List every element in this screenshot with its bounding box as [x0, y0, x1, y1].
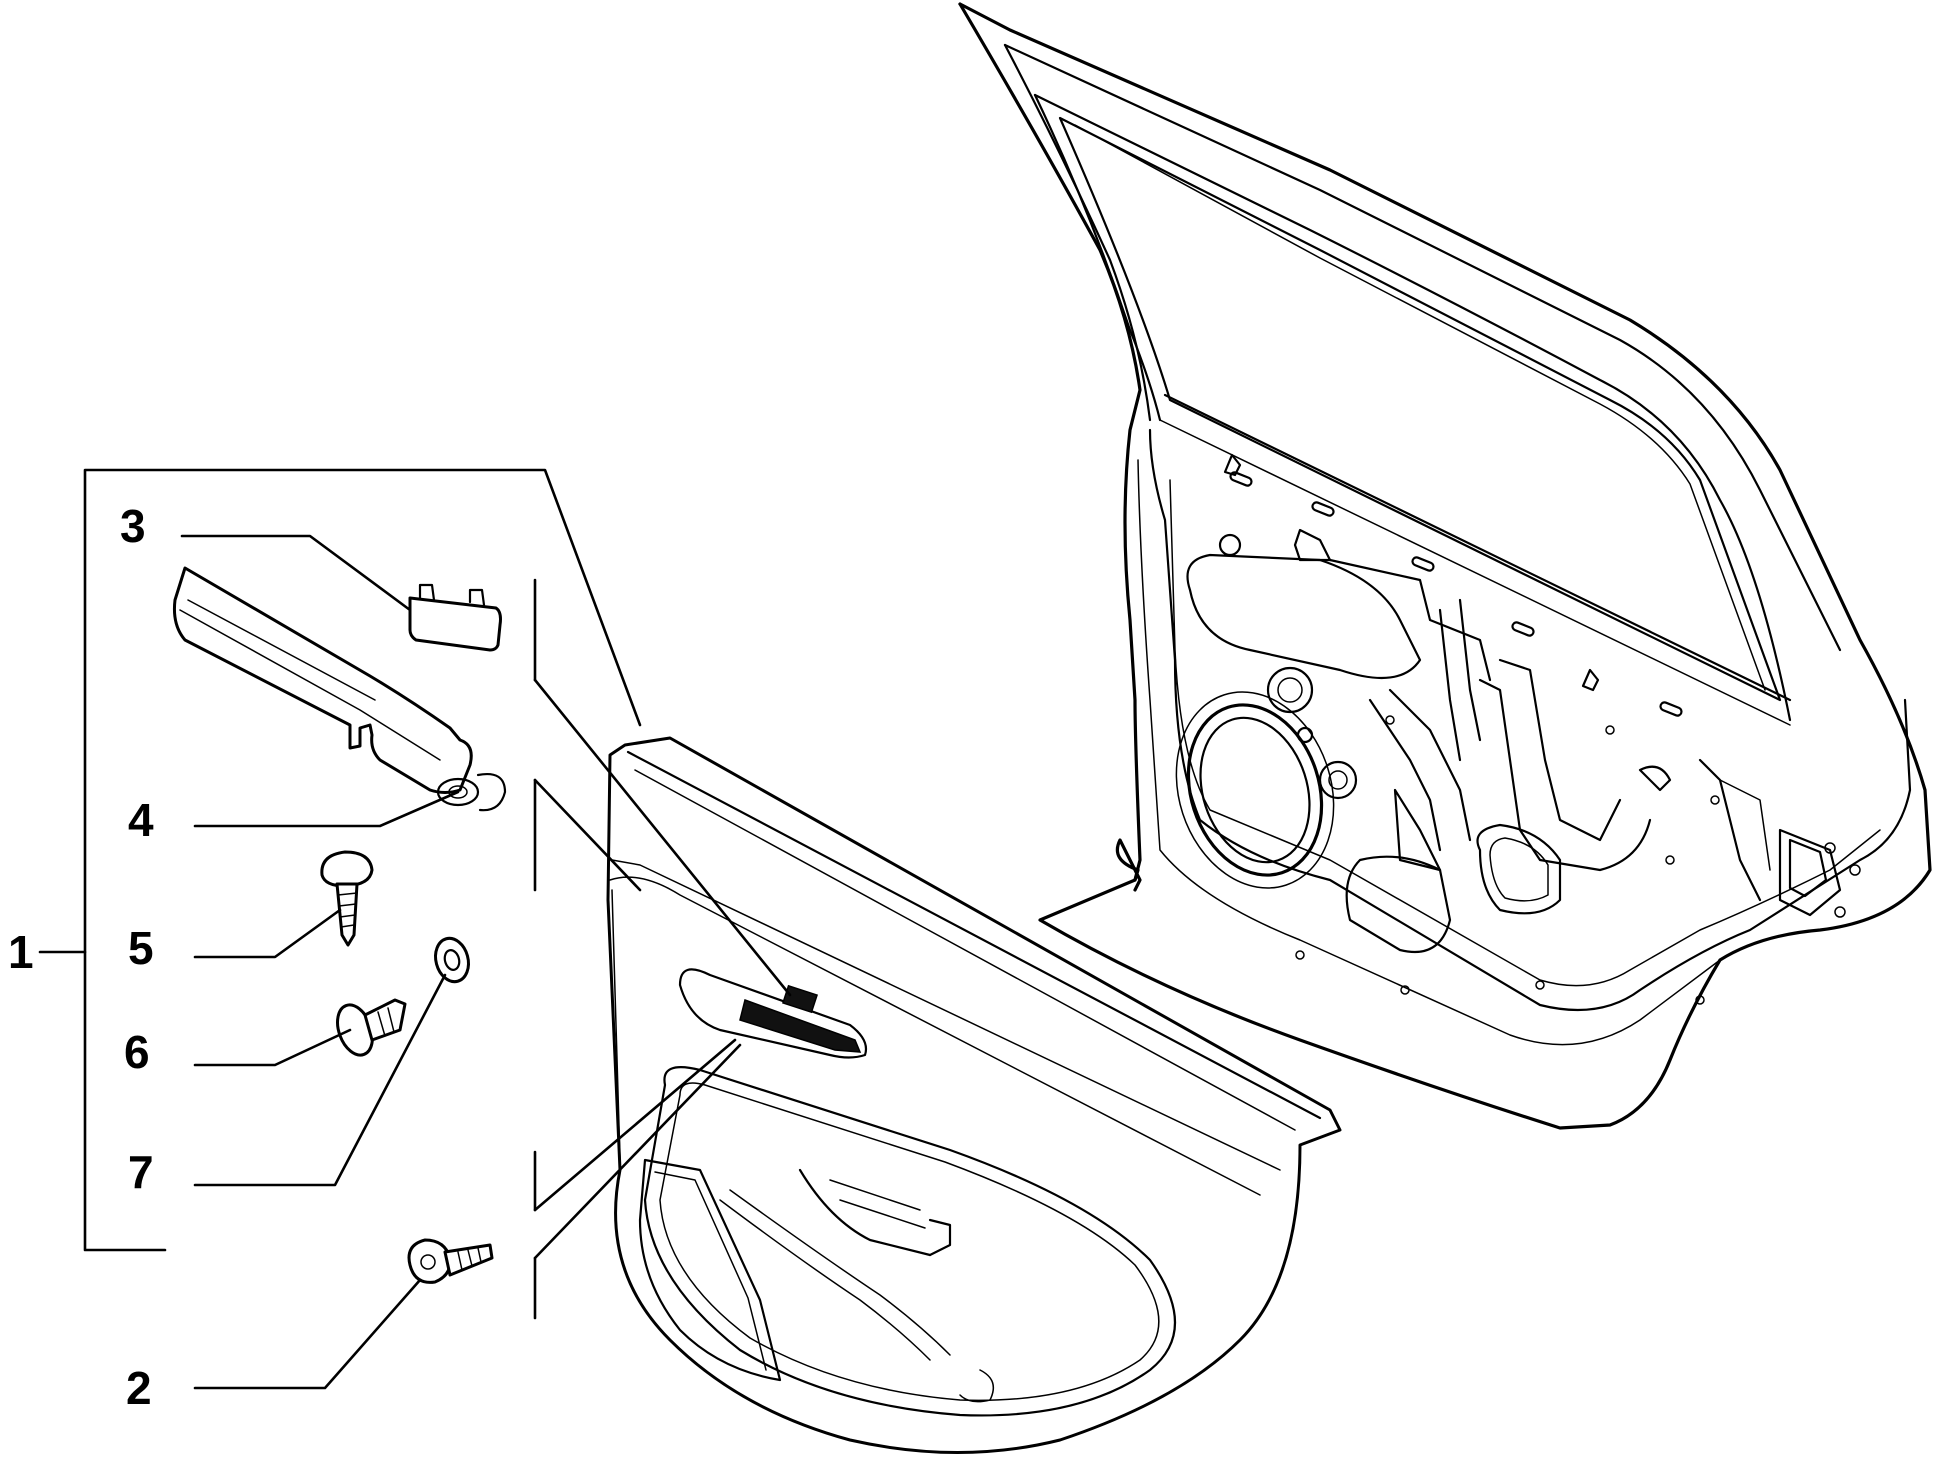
door-trim-panel [606, 736, 1342, 1454]
part-3-cover-cap [408, 583, 502, 652]
callout-3: 3 [120, 500, 146, 552]
callout-5: 5 [128, 922, 154, 974]
part-4-trim-strip [173, 566, 507, 812]
part-5-push-clip [320, 850, 374, 947]
callout-6: 6 [124, 1026, 150, 1078]
part-2-screw [407, 1238, 494, 1284]
callout-7: 7 [128, 1146, 154, 1198]
callout-2: 2 [126, 1362, 152, 1414]
part-7-washer [434, 936, 470, 984]
callout-labels: 1 2 3 4 5 6 7 [8, 500, 154, 1414]
callout-1: 1 [8, 926, 34, 978]
leader-lines [38, 468, 792, 1390]
part-6-push-pin [336, 998, 407, 1057]
callout-4: 4 [128, 794, 154, 846]
door-shell [958, 2, 1932, 1130]
